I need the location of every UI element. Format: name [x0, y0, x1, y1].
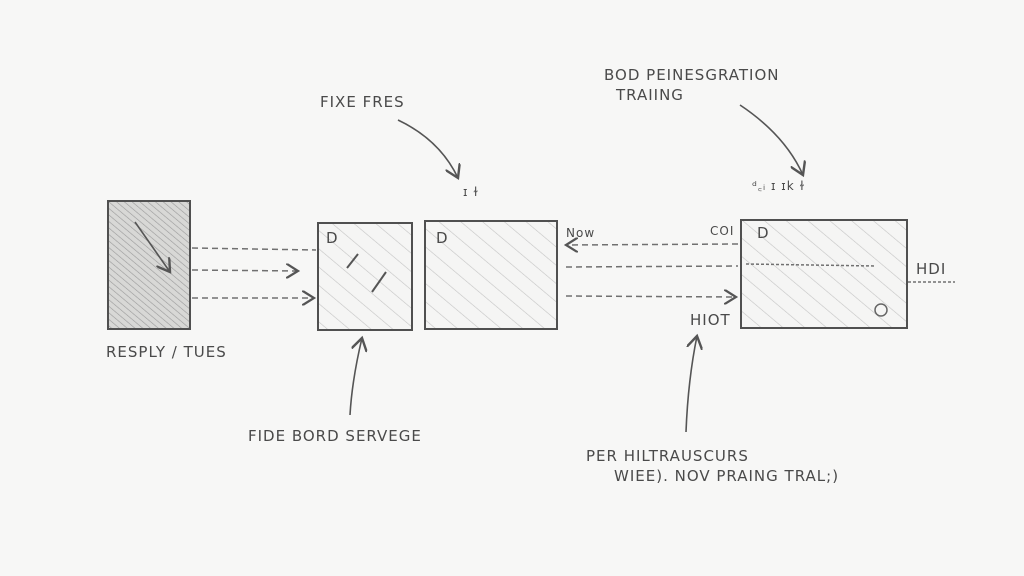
mark	[371, 271, 387, 293]
tick-marks: ᵈ꜀ᵢ ɪ ɪk ɫ	[752, 179, 805, 193]
label-hdi: HDI	[916, 260, 946, 278]
box4-label: D	[757, 224, 770, 242]
dash-connector	[565, 265, 739, 268]
dash-connector	[565, 296, 736, 297]
mark	[346, 253, 359, 269]
arrow-per	[685, 336, 697, 433]
label-resply: RESPLY / TUES	[106, 343, 227, 361]
box2-label: D	[326, 229, 339, 247]
label-bod-line1: BOD PEINESGRATION	[604, 66, 779, 84]
dash-connector	[191, 247, 317, 251]
label-per-line2: WIEE). NOV PRAING TRAL;)	[614, 467, 839, 485]
dash-connector	[191, 270, 298, 271]
dash-connector	[566, 244, 739, 245]
label-bod-line2: TRAIING	[615, 86, 684, 104]
arrow-bod	[739, 104, 803, 175]
box-2	[317, 222, 413, 331]
box-resply	[107, 200, 191, 330]
tick-marks: ɪ ɫ	[463, 185, 479, 199]
label-per-line1: PER HILTRAUSCURS	[586, 447, 749, 465]
arrow-fixe-fres	[397, 119, 458, 178]
box-3	[424, 220, 558, 330]
box-4	[740, 219, 908, 329]
dash-divider	[745, 263, 877, 267]
label-fide-bord: FIDE BORD SERVEGE	[248, 427, 422, 445]
box3-label: D	[436, 229, 449, 247]
label-col: COI	[710, 224, 734, 238]
arrow-inner	[134, 221, 170, 272]
symbol-icon	[874, 303, 888, 317]
label-hiot: HIOT	[690, 311, 731, 329]
label-now: Now	[566, 226, 595, 240]
label-fixe-fres: FIXE FRES	[320, 93, 405, 111]
arrow-fide	[349, 338, 362, 416]
